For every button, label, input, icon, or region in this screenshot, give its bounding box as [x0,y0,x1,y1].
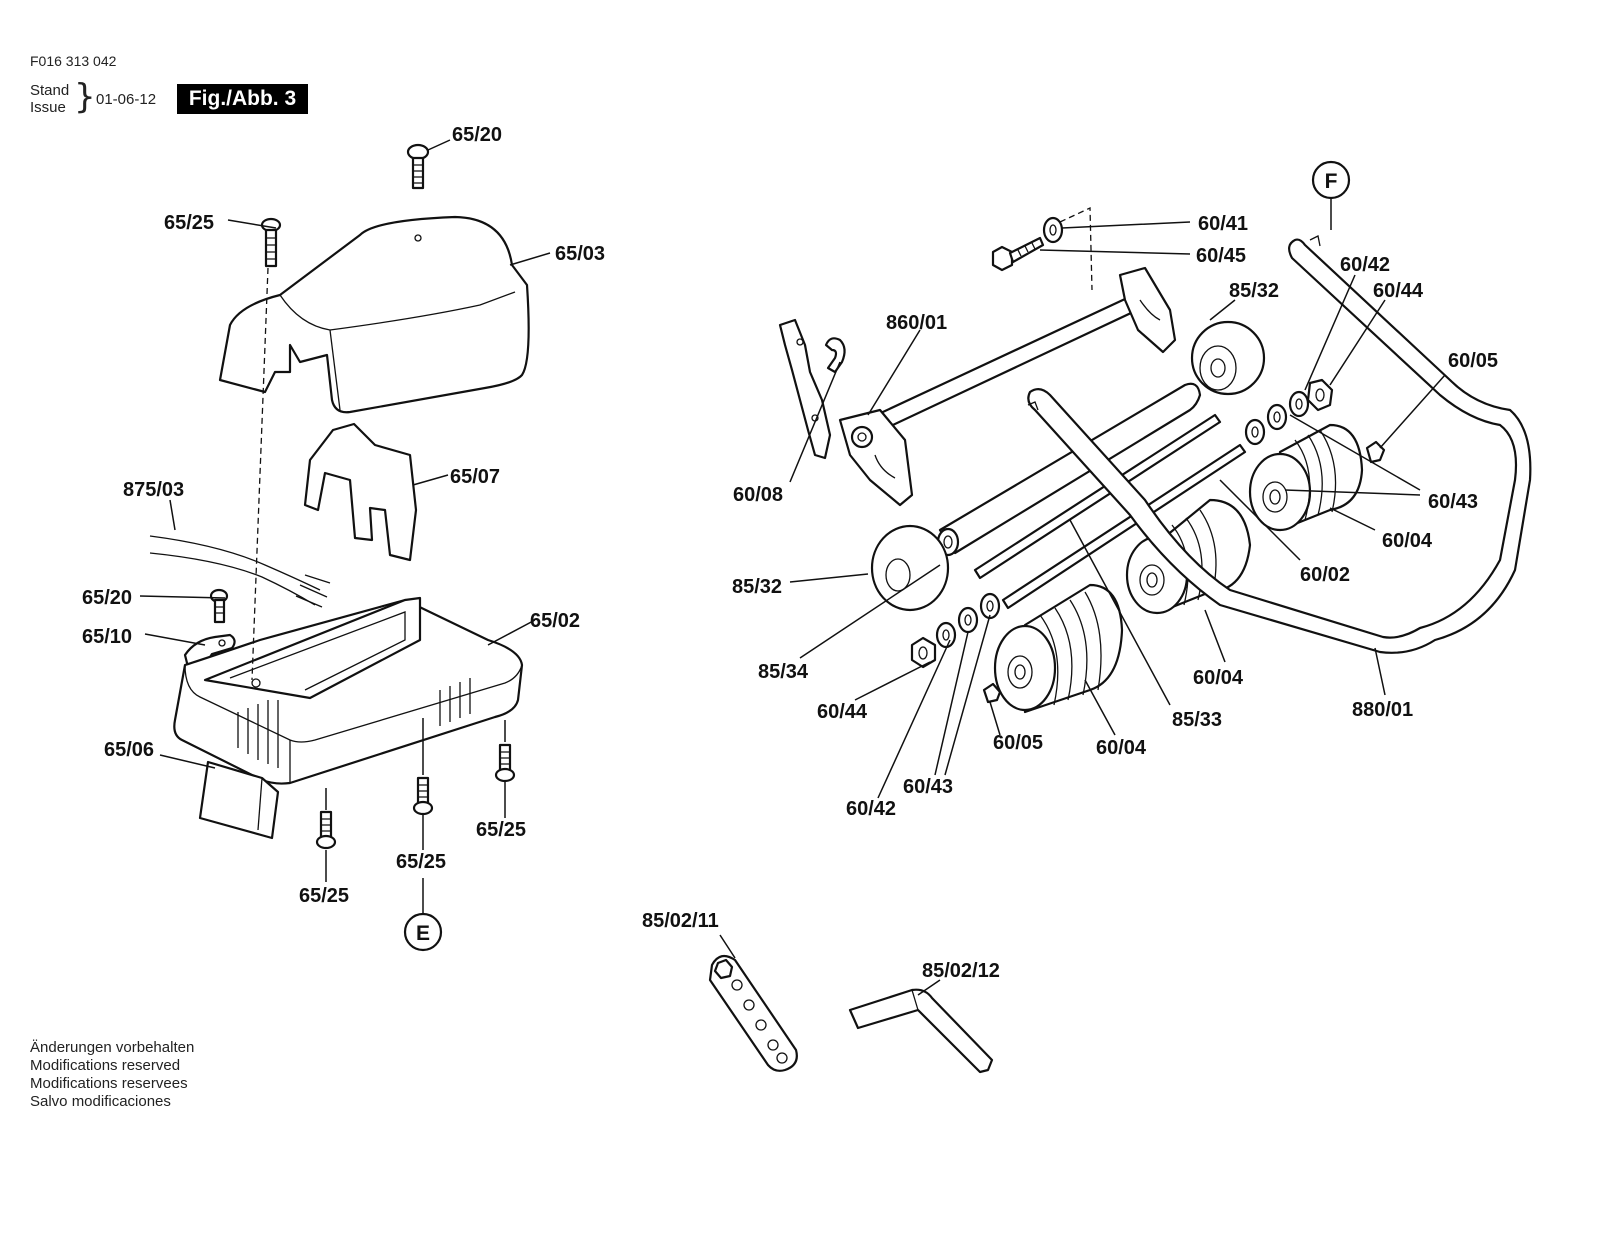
label-65-20-mid: 65/20 [82,587,132,609]
label-875-03: 875/03 [123,479,184,501]
pin-60-05-bottom [982,682,1002,704]
label-60-43-right: 60/43 [1428,491,1478,513]
screw-65-25-right [494,743,516,783]
leader-lines-right [719,221,1446,996]
note-line-fr: Modifications reservees [30,1075,188,1092]
housing-base-65-02 [173,596,524,785]
screw-65-25-center [412,776,434,816]
issue-label: Issue [30,99,66,116]
document-number: F016 313 042 [30,53,117,69]
reference-e-text: E [416,922,430,945]
label-65-25-left: 65/25 [299,885,349,907]
label-60-05-bottom: 60/05 [993,732,1043,754]
washers-right [1244,378,1334,446]
bolt-60-45 [991,236,1045,272]
label-60-42-top: 60/42 [1340,254,1390,276]
label-60-08: 60/08 [733,484,783,506]
roller-85-32-top [1190,320,1266,396]
part-labels: 65/20 65/25 65/03 65/07 875/03 65/20 65/… [82,124,1498,982]
screw-65-20-mid [209,588,229,624]
stand-issue-label: Stand Issue [30,82,69,116]
threaded-rod-60-02 [973,413,1247,610]
ribbed-roller-60-04-bottom [993,583,1124,714]
pin-60-05-top [1365,440,1386,464]
label-85-34: 85/34 [758,661,809,683]
label-60-45: 60/45 [1196,245,1246,267]
assembly-line-right-top [1059,206,1093,291]
frame-860-01 [838,266,1177,507]
modification-notes: Änderungen vorbehalten Modifications res… [30,1039,194,1111]
label-60-42-bottom: 60/42 [846,798,896,820]
washers-left [910,592,1001,669]
label-60-44-bottom: 60/44 [817,701,868,723]
screw-65-20-top [406,143,430,190]
label-65-25-right: 65/25 [476,819,526,841]
issue-date: 01-06-12 [96,91,157,108]
label-85-32-left: 85/32 [732,576,782,598]
label-60-41: 60/41 [1198,213,1248,235]
label-60-04-bottom: 60/04 [1096,737,1147,759]
label-880-01: 880/01 [1352,699,1413,721]
note-line-de: Änderungen vorbehalten [30,1039,195,1056]
handle-880-01 [1027,235,1532,654]
reference-circle-e [403,912,443,952]
screw-65-25-left [315,810,337,850]
roller-85-32-left [870,524,950,612]
label-60-04-right: 60/04 [1382,530,1433,552]
foot-65-06 [198,760,280,840]
brace-symbol: } [74,77,96,117]
assembly-line-left [251,267,269,681]
label-65-25-center: 65/25 [396,851,446,873]
label-85-32-top: 85/32 [1229,280,1279,302]
washer-60-41 [1042,216,1064,244]
label-85-33: 85/33 [1172,709,1222,731]
label-65-03: 65/03 [555,243,605,265]
label-65-02: 65/02 [530,610,580,632]
label-85-02-12: 85/02/12 [922,960,1000,982]
label-60-05-top: 60/05 [1448,350,1498,372]
cover-65-03 [218,215,530,414]
label-65-07: 65/07 [450,466,500,488]
label-85-02-11: 85/02/11 [642,910,719,932]
label-65-25-top: 65/25 [164,212,214,234]
label-60-44-top: 60/44 [1373,280,1424,302]
reference-f-text: F [1325,170,1338,193]
bracket-60-08 [778,318,846,460]
label-65-10: 65/10 [82,626,132,648]
link-plate-85-02-11 [708,954,798,1072]
label-60-43-bottom: 60/43 [903,776,953,798]
ribbed-roller-60-04-right [1248,423,1364,532]
note-line-es: Salvo modificaciones [30,1093,171,1110]
shield-65-07 [303,422,418,562]
stand-label: Stand [30,82,70,99]
label-860-01: 860/01 [886,312,947,334]
label-65-06: 65/06 [104,739,154,761]
label-65-20-top: 65/20 [452,124,502,146]
allen-key-85-02-12 [848,988,994,1074]
cable-875-03 [149,535,331,608]
note-line-en: Modifications reserved [30,1057,181,1074]
leader-lines-left [139,139,551,915]
label-60-02: 60/02 [1300,564,1350,586]
assembly-line-bottom [325,718,506,810]
label-60-04-middle: 60/04 [1193,667,1244,689]
figure-label: Fig./Abb. 3 [177,84,308,114]
